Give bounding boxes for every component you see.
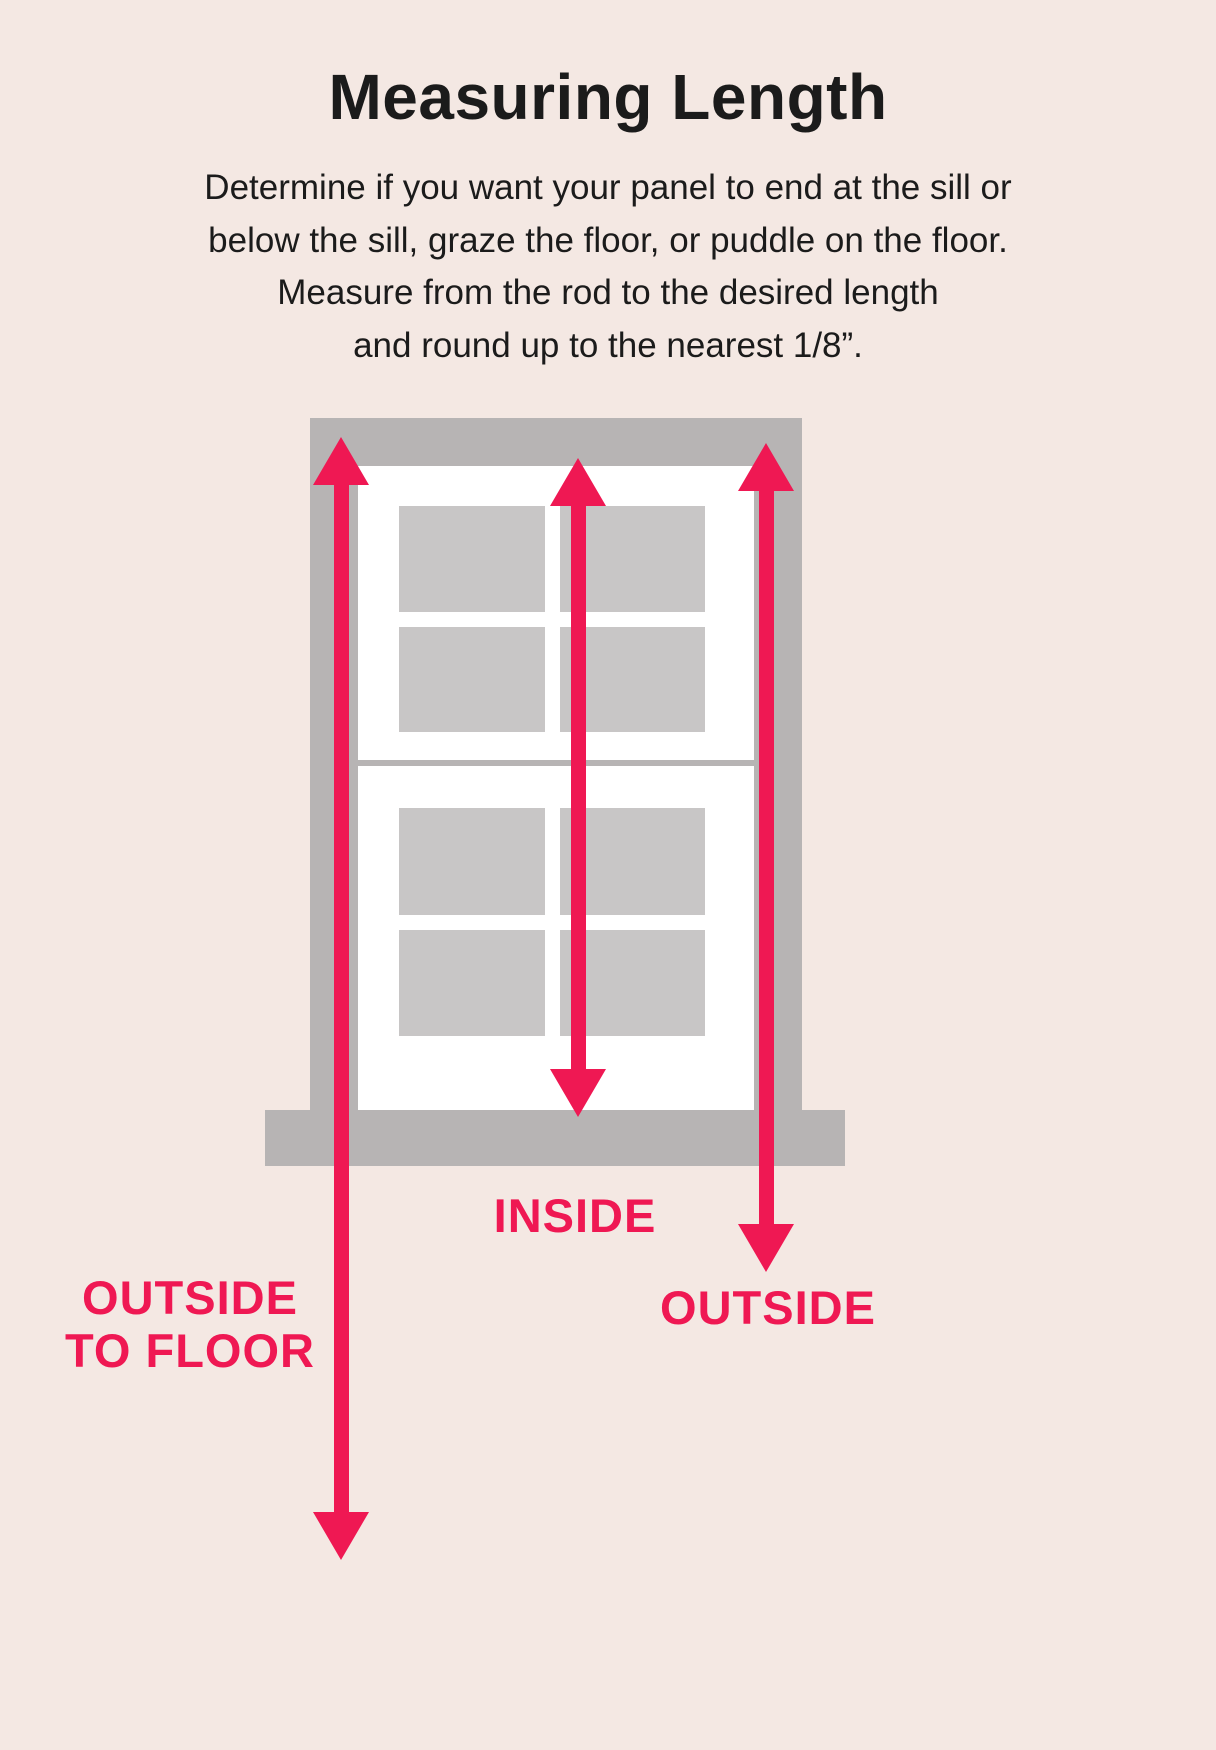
outside-arrow <box>738 443 794 1272</box>
window-pane <box>399 626 545 732</box>
arrow-down-icon <box>738 1224 794 1272</box>
description-line: and round up to the nearest 1/8”. <box>353 325 863 365</box>
label-line: OUTSIDE <box>82 1271 298 1324</box>
label-line: TO FLOOR <box>65 1323 315 1377</box>
outside-to-floor-arrow <box>313 437 369 1560</box>
sash-meeting-rail <box>358 760 754 766</box>
arrow-shaft <box>758 491 774 1224</box>
description-text: Determine if you want your panel to end … <box>0 162 1216 372</box>
outside-to-floor-label: OUTSIDE TO FLOOR <box>60 1271 320 1377</box>
description-line: Determine if you want your panel to end … <box>204 168 1012 207</box>
window-pane <box>399 506 545 612</box>
window-pane <box>399 929 545 1036</box>
inside-label: INSIDE <box>493 1189 657 1242</box>
window-pane <box>399 808 545 915</box>
arrow-shaft <box>333 485 349 1512</box>
window-sill <box>265 1110 845 1166</box>
arrow-down-icon <box>313 1512 369 1560</box>
arrow-up-icon <box>550 458 606 506</box>
page-title: Measuring Length <box>328 61 888 133</box>
arrow-up-icon <box>313 437 369 485</box>
arrow-down-icon <box>550 1069 606 1117</box>
arrow-up-icon <box>738 443 794 491</box>
description-line: Measure from the rod to the desired leng… <box>277 273 939 312</box>
inside-arrow <box>550 458 606 1117</box>
arrow-shaft <box>570 506 586 1069</box>
outside-label: OUTSIDE <box>660 1281 876 1334</box>
description-line: below the sill, graze the floor, or pudd… <box>208 220 1008 260</box>
